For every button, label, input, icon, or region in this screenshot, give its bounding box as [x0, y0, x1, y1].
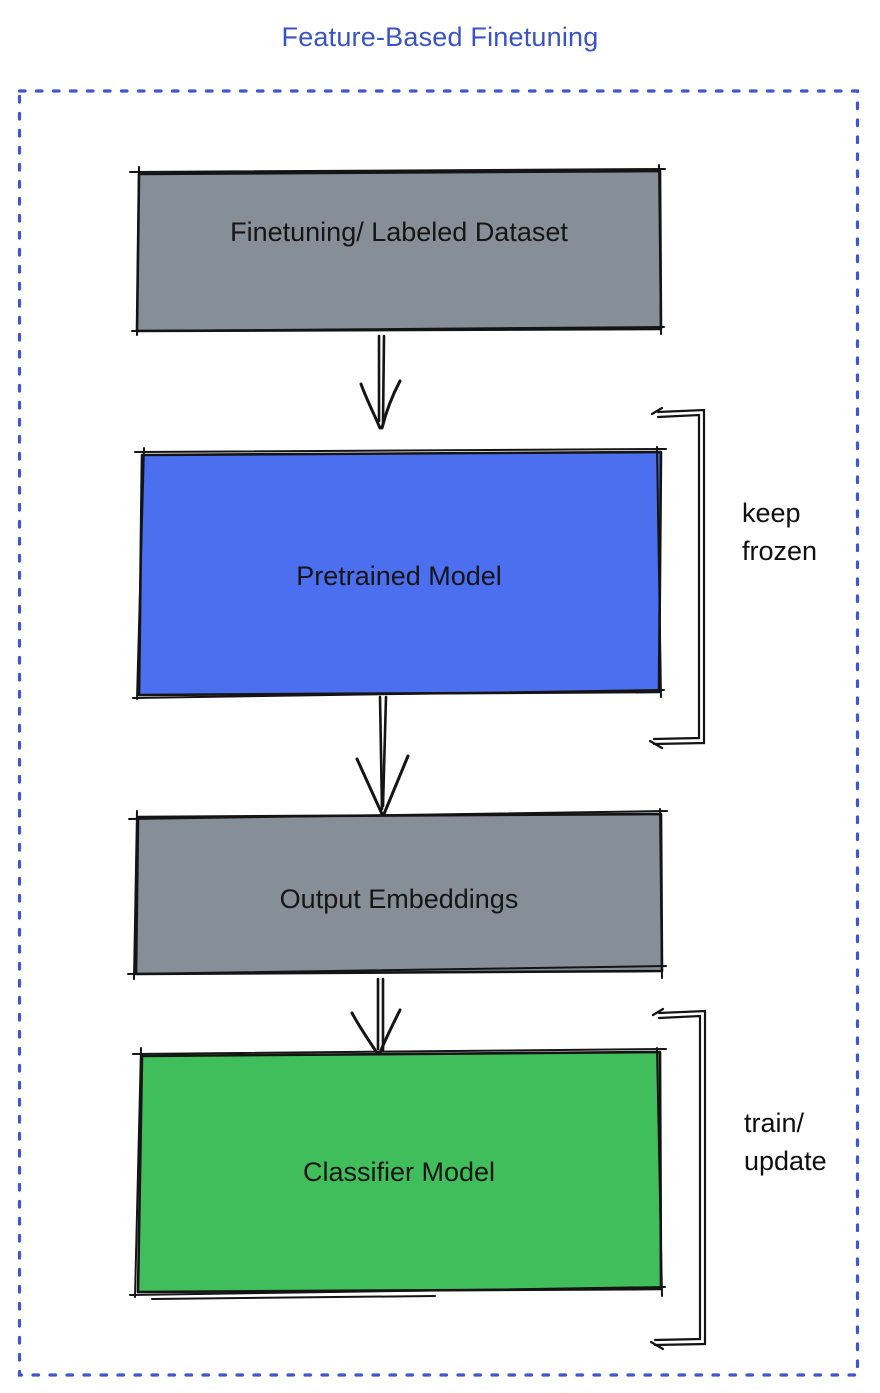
arrow-pretrained-to-embeddings	[355, 695, 410, 816]
page-title: Feature-Based Finetuning	[281, 22, 599, 52]
annotation-train-update: train/ update	[744, 1108, 827, 1176]
node-pretrained-sketch	[132, 446, 667, 700]
node-dataset-sketch	[129, 164, 666, 336]
node-dataset-box	[129, 164, 666, 336]
node-label-embeddings: Output Embeddings	[279, 884, 519, 914]
annotation-keep-frozen: keep frozen	[742, 498, 818, 566]
node-pretrained-box	[132, 446, 667, 700]
node-embeddings-sketch	[127, 808, 668, 980]
node-classifier-box	[129, 1047, 667, 1300]
node-embeddings-box	[127, 808, 668, 980]
dotted-frame	[17, 89, 860, 1377]
node-label-dataset: Finetuning/ Labeled Dataset	[230, 217, 568, 247]
node-dataset-fill	[135, 169, 663, 333]
node-label-classifier: Classifier Model	[302, 1157, 496, 1187]
bracket-train-update	[649, 1007, 707, 1351]
arrow-embeddings-to-classifier	[350, 977, 402, 1055]
node-label-pretrained: Pretrained Model	[296, 561, 502, 591]
node-classifier-sketch	[129, 1047, 667, 1300]
arrow-dataset-to-pretrained	[359, 334, 402, 430]
bracket-keep-frozen	[648, 406, 706, 750]
